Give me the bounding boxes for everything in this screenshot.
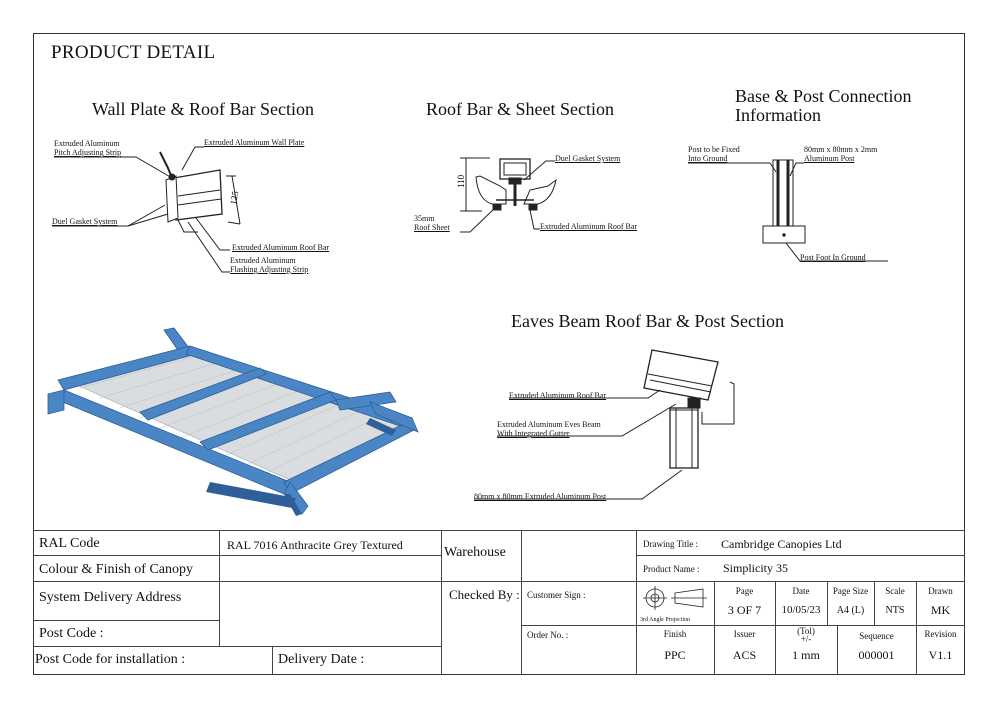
dim-125-label: 125 [228,190,240,206]
pitch-strip-label: Extruded Aluminum Pitch Adjusting Strip [54,139,122,157]
colour-finish-label: Colour & Finish of Canopy [39,562,194,577]
page-size-label: Page Size [832,586,869,596]
drawing-sheet-border [33,33,965,675]
customer-sign-label: Customer Sign : [527,590,586,600]
wall-plate-section-title: Wall Plate & Roof Bar Section [92,99,315,119]
finish-label: Finish [663,629,687,639]
post-foot-label: Post Foot In Ground [800,253,866,262]
ral-code-value: RAL 7016 Anthracite Grey Textured [227,538,403,552]
page-label: Page [735,586,754,596]
product-name-label: Product Name : [643,564,700,574]
checked-by-label: Checked By : [449,587,520,602]
date-value: 10/05/23 [781,604,821,616]
scale-label: Scale [885,586,905,596]
postcode-label: Post Code : [39,626,104,641]
gasket-label: Duel Gasket System [52,217,118,226]
sequence-value: 000001 [858,648,895,662]
eaves-post-label: 80mm x 80mm Extruded Aluminum Post [474,492,607,501]
page-title: PRODUCT DETAIL [51,42,216,63]
scale-value: NTS [885,605,905,616]
post-size-label: 80mm x 80mm x 2mm Aluminum Post [804,145,878,163]
date-label: Date [792,586,810,596]
finish-value: PPC [664,648,686,662]
revision-label: Revision [924,629,957,639]
issuer-label: Issuer [733,629,756,639]
drawing-title-value: Cambridge Canopies Ltd [721,537,842,551]
revision-value: V1.1 [928,648,953,662]
drawn-label: Drawn [928,586,953,596]
delivery-address-label: System Delivery Address [39,590,182,605]
roof-bar-section-title: Roof Bar & Sheet Section [426,99,614,119]
eaves-roof-bar-label: Extruded Aluminum Roof Bar [509,391,607,400]
post-fixed-label: Post to be Fixed Into Ground [688,145,740,163]
wall-plate-label: Extruded Aluminum Wall Plate [204,138,305,147]
flashing-strip-label: Extruded Aluminum Flashing Adjusting Str… [230,256,309,274]
projection-symbol-icon [643,586,707,610]
rb-roof-bar-label: Extruded Aluminum Roof Bar [540,222,638,231]
canopy-3d-render [47,327,419,516]
tol-label: (Tol) +/- [797,626,815,644]
dim-110-label: 110 [456,174,466,188]
roof-bar-label: Extruded Aluminum Roof Bar [232,243,330,252]
page-value: 3 OF 7 [727,603,762,617]
tol-value: 1 mm [792,648,820,662]
product-name-value: Simplicity 35 [723,561,789,575]
title-block: RAL Code RAL 7016 Anthracite Grey Textur… [33,530,965,675]
drawn-value: MK [930,603,951,617]
issuer-value: ACS [732,648,757,662]
base-post-section-title: Base & Post Connection Information [735,86,912,125]
eaves-beam-label: Extruded Aluminum Eves Beam With Integra… [497,420,601,438]
ral-code-label: RAL Code [39,536,100,551]
page-size-value: A4 (L) [836,605,865,616]
eaves-section-title: Eaves Beam Roof Bar & Post Section [511,311,784,331]
roof-sheet-label: 35mm Roof Sheet [414,214,450,232]
projection-label: 3rd Angle Projection [640,617,690,623]
rb-gasket-label: Duel Gasket System [555,154,621,163]
drawing-title-label: Drawing Title : [643,539,699,549]
postcode-install-label: Post Code for installation : [35,652,186,667]
sequence-label: Sequence [859,631,894,641]
delivery-date-label: Delivery Date : [278,652,365,667]
warehouse-label: Warehouse [444,545,506,560]
order-no-label: Order No. : [527,630,569,640]
